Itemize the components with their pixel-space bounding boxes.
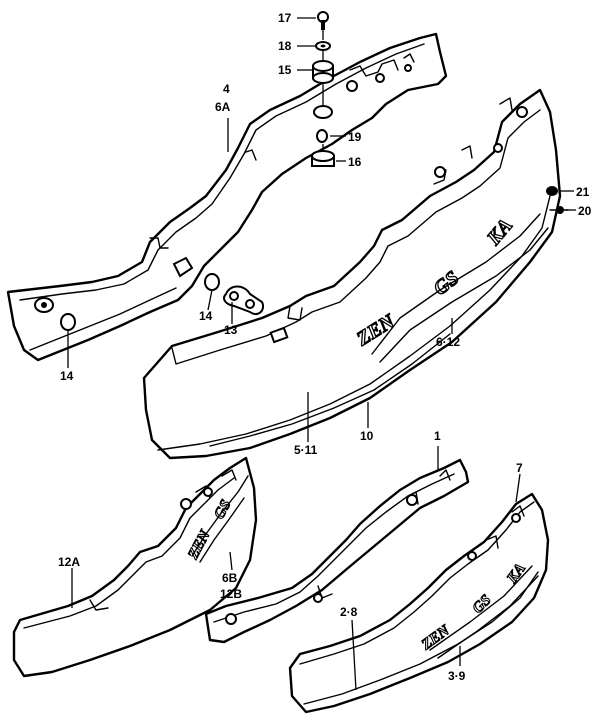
callout-13: 13 (224, 323, 238, 337)
callout-14-lower: 14 (60, 369, 74, 383)
callout-21: 21 (576, 185, 590, 199)
callout-12a: 12A (58, 555, 80, 569)
lower-right-covers: ZEN GS KA (204, 458, 550, 714)
callout-6a: 6A (215, 100, 231, 114)
callout-17: 17 (278, 11, 292, 25)
callout-1: 1 (434, 429, 441, 443)
hardware-stack (204, 11, 569, 316)
callout-5-11: 5·11 (294, 443, 318, 457)
upper-left-frame-cover (6, 32, 448, 362)
callout-2-8: 2·8 (340, 605, 358, 619)
callout-12b: 12B (220, 587, 242, 601)
callout-18: 18 (278, 39, 292, 53)
callout-7: 7 (516, 461, 523, 475)
callout-10: 10 (360, 429, 374, 443)
callout-6b: 6B (222, 571, 238, 585)
leader-lines (67, 17, 576, 691)
callout-19: 19 (348, 130, 362, 144)
lower-left-cover: ZEN GS (12, 456, 258, 678)
callout-15: 15 (278, 63, 292, 77)
callout-14-upper: 14 (199, 309, 213, 323)
callout-20: 20 (578, 204, 592, 218)
callout-6-12: 6·12 (436, 335, 460, 349)
main-side-cover: ZEN GS KA (142, 88, 562, 460)
callout-labels: 17 18 15 4 6A 19 16 21 20 14 13 14 6·12 … (58, 11, 592, 683)
callout-4: 4 (223, 82, 230, 96)
callout-16: 16 (348, 155, 362, 169)
callout-3-9: 3·9 (448, 669, 466, 683)
